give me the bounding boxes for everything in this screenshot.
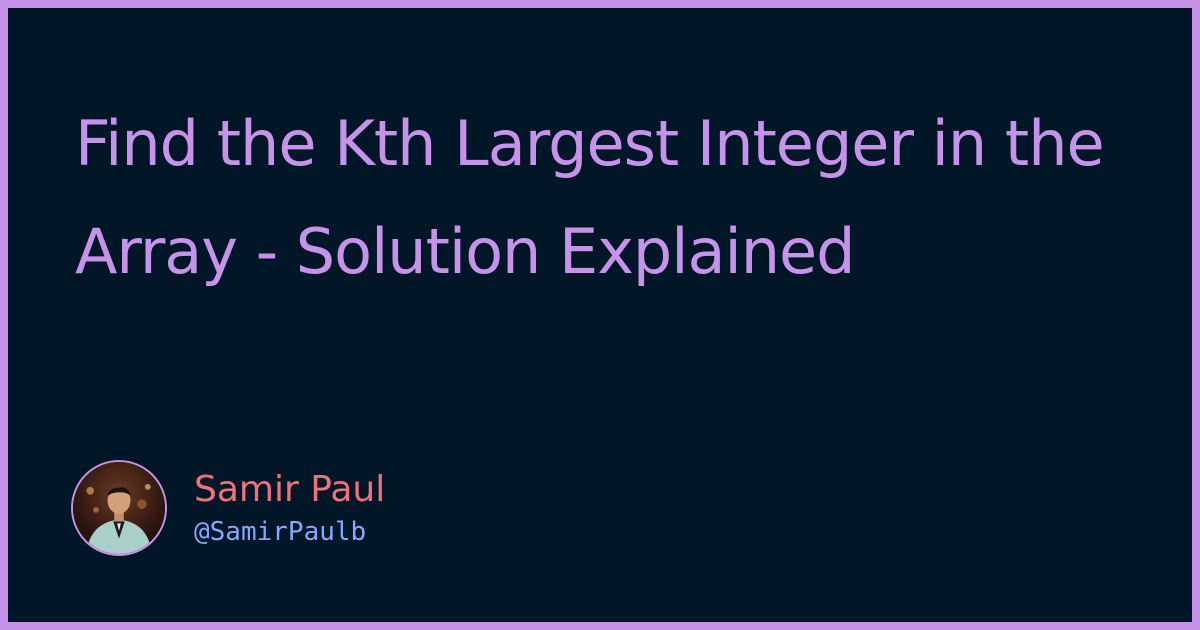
author-block: Samir Paul @SamirPaulb — [71, 458, 385, 558]
author-name: Samir Paul — [194, 469, 386, 510]
author-handle: @SamirPaulb — [194, 517, 367, 547]
author-avatar — [71, 460, 167, 556]
author-text: Samir Paul @SamirPaulb — [194, 467, 385, 549]
post-title: Find the Kth Largest Integer in the Arra… — [75, 107, 1105, 288]
author-photo — [73, 462, 165, 554]
